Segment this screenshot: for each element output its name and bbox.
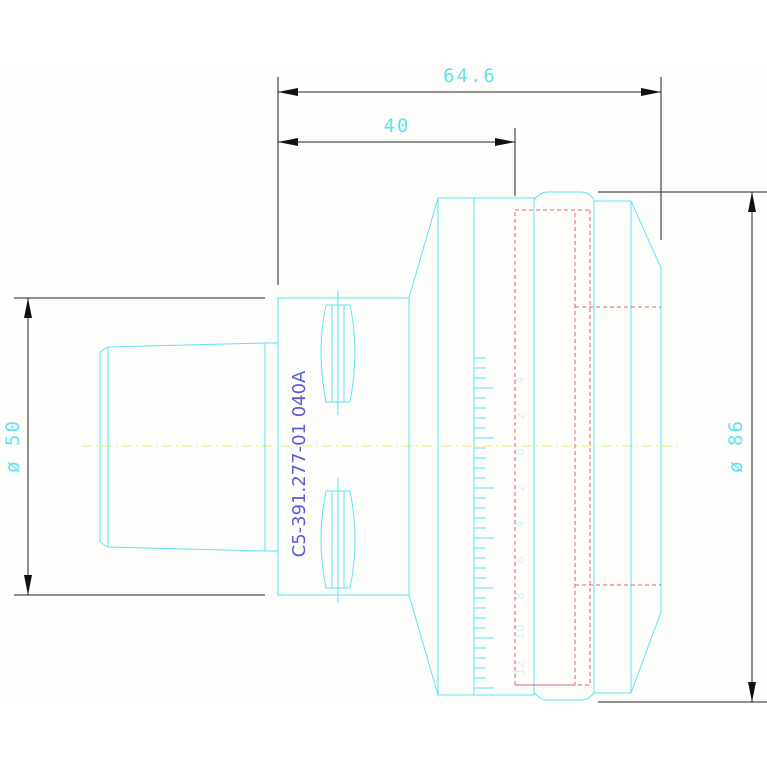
dim-overall-length: 64.6 [443,65,497,87]
dim-flange-length: 40 [384,115,411,137]
dim-shank-diameter: ø 50 [2,419,24,473]
upper-slot [320,304,356,403]
scale-label: 2 [513,484,527,492]
part-number: C5-391.277-01 040A [289,370,310,557]
lower-slot [320,490,356,589]
scale-label: 0 [513,448,527,456]
scale-label: 12 [513,660,527,675]
scale-label: 10 [513,624,527,639]
drawing-area [0,62,767,702]
scale-label: 4 [513,376,527,384]
flange-body [408,191,662,701]
dim-flange-diameter: ø 86 [725,419,747,473]
collar-body [277,290,410,603]
scale-label: 2 [513,412,527,420]
scale-label: 8 [513,592,527,600]
hidden-lines [514,209,661,686]
scale-label: 6 [513,556,527,564]
shank-body [99,342,278,552]
dimension-lines [14,77,767,703]
scale-label: 4 [513,520,527,528]
vernier-scale: 12 10 8 6 4 2 0 2 4 [474,357,527,689]
